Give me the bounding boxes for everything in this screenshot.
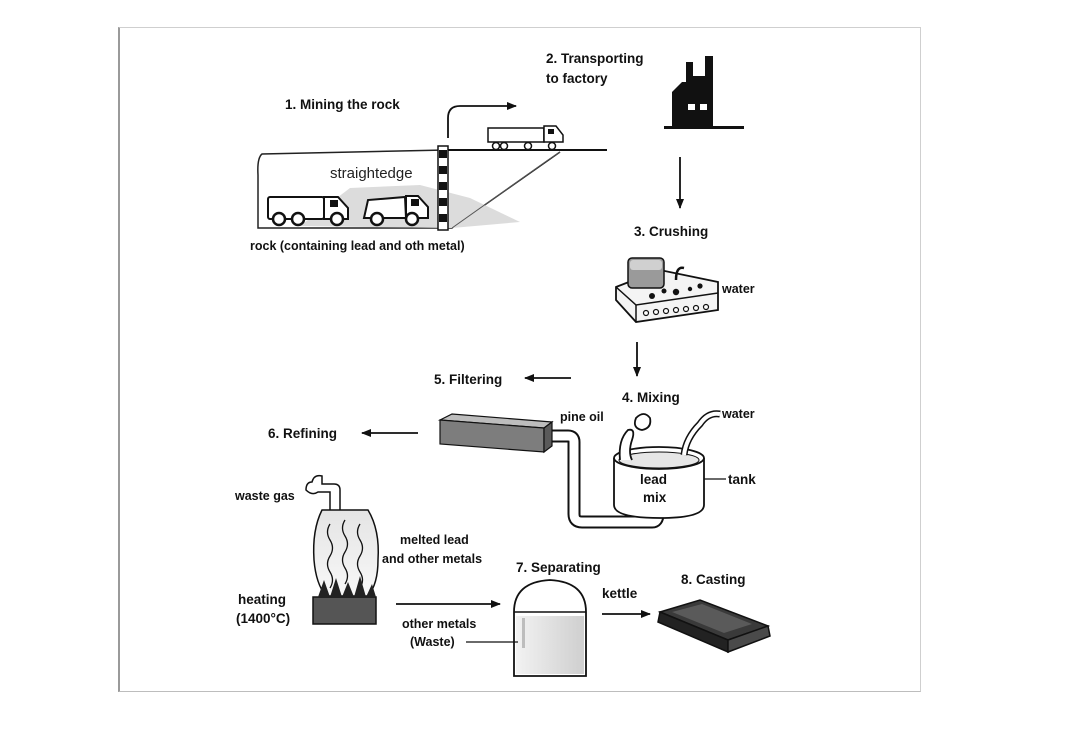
separator-kettle-icon (466, 579, 587, 677)
straightedge-label: straightedge (330, 165, 413, 182)
step-2-label-line2: to factory (546, 71, 608, 86)
arrow-mine-to-surface (447, 102, 517, 138)
step-3-label: 3. Crushing (634, 224, 708, 239)
step-7-label: 7. Separating (516, 560, 601, 575)
rock-label: rock (containing lead and oth metal) (250, 239, 465, 253)
factory-icon (664, 56, 744, 129)
filter-tray-icon (437, 413, 554, 454)
diagram-frame (118, 27, 921, 692)
heating-label-line1: heating (238, 592, 286, 607)
crushing-water-label: water (721, 282, 755, 296)
kettle-label: kettle (602, 586, 638, 601)
furnace-icon (305, 474, 380, 625)
step-6-label: 6. Refining (268, 426, 337, 441)
mine-truck-2-icon (362, 195, 429, 227)
step-4-label: 4. Mixing (622, 390, 680, 405)
pine-oil-label: pine oil (560, 410, 604, 424)
step-2-label-line1: 2. Transporting (546, 51, 644, 66)
lead-mix-label-line2: mix (643, 490, 667, 505)
mine-icon (257, 145, 607, 231)
mixing-water-label: water (721, 407, 755, 421)
tank-label: tank (728, 472, 756, 487)
other-metals-label-line1: other metals (402, 617, 476, 631)
lead-mix-label-line1: lead (640, 472, 667, 487)
waste-gas-label: waste gas (234, 489, 295, 503)
other-metals-label-line2: (Waste) (410, 635, 455, 649)
mixing-tank-icon (544, 410, 726, 529)
ingot-icon (657, 599, 771, 654)
step-1-label: 1. Mining the rock (285, 97, 400, 112)
mine-truck-1-icon (267, 196, 349, 227)
step-5-label: 5. Filtering (434, 372, 502, 387)
melted-label-line1: melted lead (400, 533, 469, 547)
crusher-icon (615, 257, 719, 323)
heating-label-line2: (1400°C) (236, 611, 290, 626)
truck-icon (487, 125, 564, 151)
melted-label-line2: and other metals (382, 552, 482, 566)
step-8-label: 8. Casting (681, 572, 746, 587)
